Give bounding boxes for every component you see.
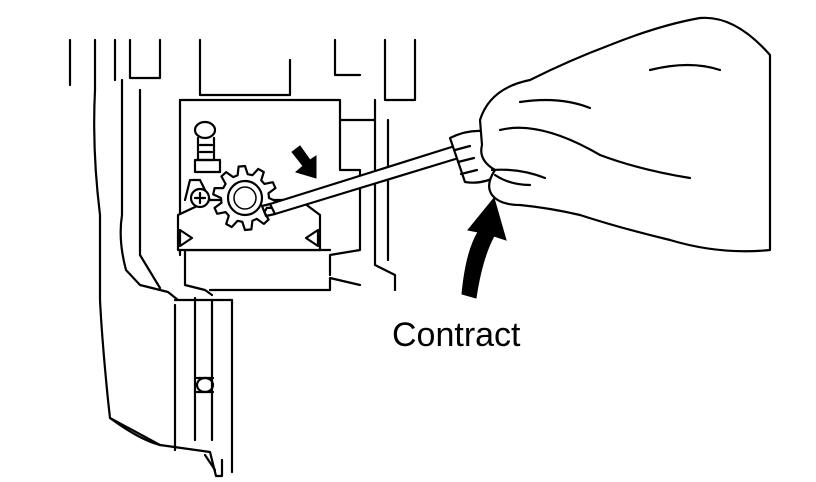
bolt-icon	[193, 120, 222, 174]
housing-icon	[68, 38, 417, 478]
pointer-arrow-icon	[291, 145, 317, 179]
star-wheel-gear-icon	[212, 164, 278, 232]
screwdriver-icon	[260, 129, 502, 218]
hand-icon	[478, 16, 772, 253]
contract-label: Contract	[392, 316, 521, 354]
curved-arrow-icon	[461, 196, 507, 299]
